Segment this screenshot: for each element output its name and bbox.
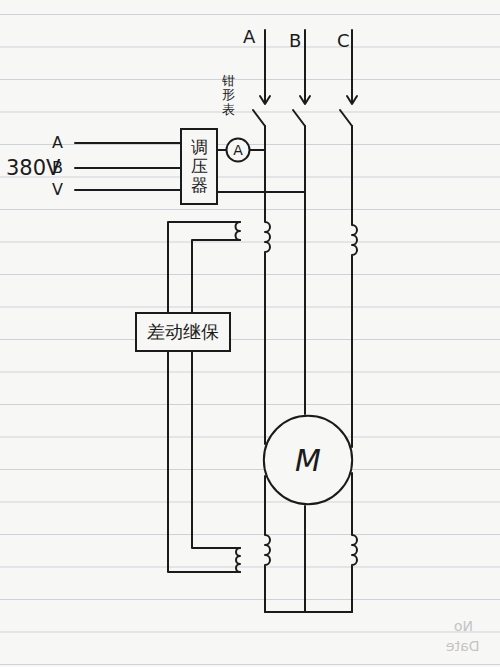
phase-a-supply: [260, 30, 270, 104]
phase-label: C: [337, 30, 350, 51]
page-watermark: No: [454, 618, 473, 634]
relay-wire: [192, 240, 240, 312]
connector-wire: [218, 149, 226, 151]
input-phase-label: B: [52, 158, 63, 177]
input-wire: [75, 189, 180, 191]
clamp-meter-label: 钳形表: [222, 74, 235, 117]
phase-c-wire: [352, 126, 357, 447]
switch-blade: [340, 110, 352, 126]
circle-outline: [226, 138, 249, 161]
motor-symbol: M: [262, 414, 354, 506]
voltage-regulator-box: 调压器: [180, 128, 218, 205]
input-phase-label: V: [52, 180, 63, 199]
switch-blade: [293, 110, 305, 126]
phase-c-neutral-wire: [352, 473, 357, 612]
regulator-output-wire: [218, 191, 305, 193]
ammeter-symbol: A: [226, 138, 250, 162]
page-watermark: Date: [446, 638, 479, 654]
relay-wire: [168, 222, 240, 312]
node-text: A: [233, 142, 243, 158]
ct-secondary-coil: [236, 222, 241, 240]
relay-wire: [168, 352, 240, 572]
node-text: M: [295, 443, 321, 478]
input-wire: [75, 167, 180, 169]
circle-outline: [264, 416, 352, 504]
phase-a-wire: [265, 126, 270, 444]
relay-wire: [192, 352, 240, 548]
node-text: 差动继保: [147, 320, 219, 344]
input-phase-label: A: [52, 133, 63, 152]
star-point: [265, 611, 352, 613]
switch-blade: [253, 110, 265, 126]
ct-secondary-coil: [236, 548, 240, 572]
input-wire: [75, 142, 180, 144]
phase-b-supply: [300, 30, 310, 104]
phase-label: A: [243, 26, 255, 47]
differential-relay-box: 差动继保: [135, 312, 231, 352]
ammeter-output-wire: [250, 149, 265, 151]
phase-b-neutral-wire: [304, 506, 306, 612]
phase-label: B: [289, 30, 301, 51]
phase-b-wire: [304, 126, 306, 414]
node-text: 调压器: [191, 138, 208, 194]
phase-a-neutral-wire: [265, 476, 270, 612]
